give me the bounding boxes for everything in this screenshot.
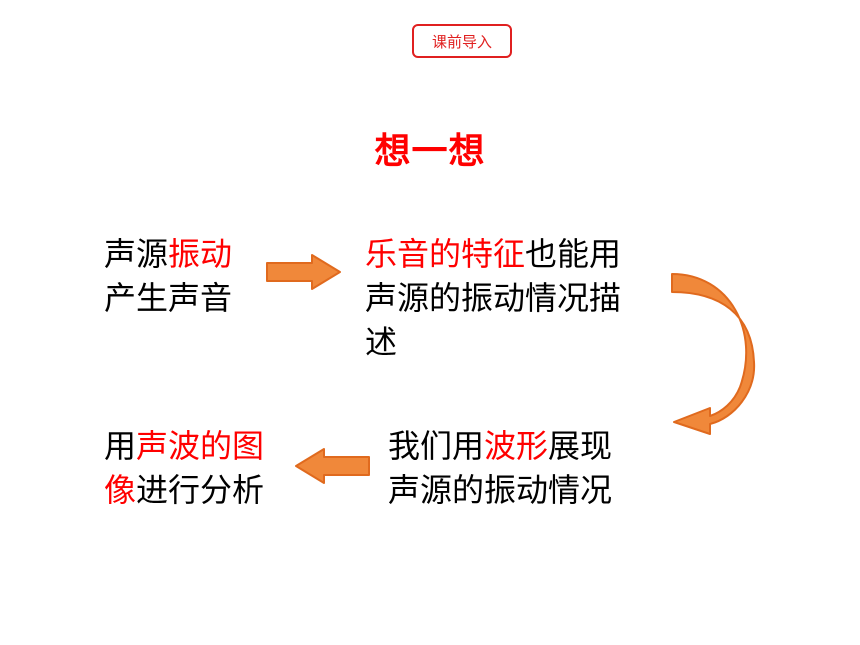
text: 我们用 — [388, 427, 485, 465]
text: 进行分析 — [136, 471, 265, 509]
line: 像进行分析 — [104, 468, 264, 512]
line: 声源的振动情况描 — [365, 279, 622, 317]
highlight-text: 乐音的特征 — [365, 235, 526, 273]
line: 产生声音 — [104, 279, 233, 317]
line: 我们用波形展现 — [388, 424, 612, 468]
left-arrow-icon — [295, 448, 370, 484]
right-arrow-icon — [266, 254, 341, 290]
highlight-text: 声波的图 — [136, 427, 265, 465]
line: 用声波的图 — [104, 424, 264, 468]
highlight-text: 振动 — [168, 235, 233, 273]
text: 展现 — [548, 427, 613, 465]
highlight-text: 波形 — [484, 427, 549, 465]
curved-down-arrow-icon — [671, 273, 756, 435]
line: 述 — [365, 323, 398, 361]
line: 声源振动 — [104, 232, 232, 276]
line: 声源的振动情况 — [388, 471, 613, 509]
text-block-vibration: 声源振动 产生声音 — [104, 232, 232, 320]
text-block-analysis: 用声波的图 像进行分析 — [104, 424, 264, 512]
text-block-music-features: 乐音的特征也能用 声源的振动情况描 述 — [365, 232, 621, 364]
line: 乐音的特征也能用 — [365, 232, 621, 276]
highlight-text: 像 — [104, 471, 137, 509]
section-tag: 课前导入 — [412, 24, 512, 58]
text-block-waveform: 我们用波形展现 声源的振动情况 — [388, 424, 612, 512]
text: 用 — [104, 427, 137, 465]
text: 声源 — [104, 235, 169, 273]
page-title: 想一想 — [374, 131, 486, 172]
text: 也能用 — [525, 235, 622, 273]
